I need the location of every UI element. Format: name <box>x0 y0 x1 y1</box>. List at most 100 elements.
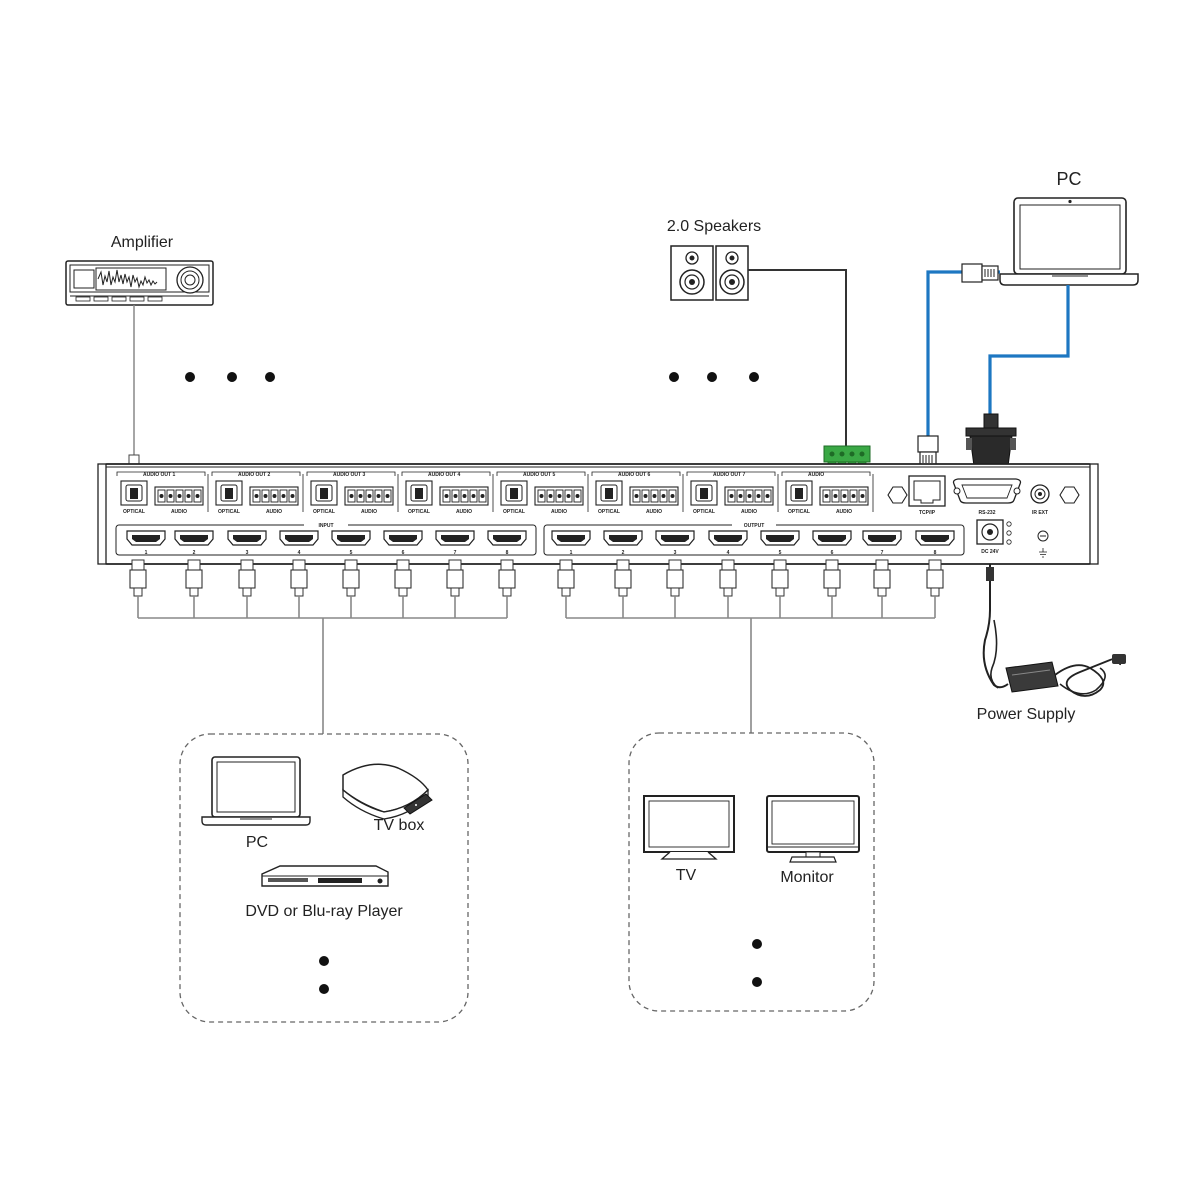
audio-out-group: AUDIO OUT 3 OPTICAL AUDIO <box>306 471 399 515</box>
pc-top-label: PC <box>1056 169 1081 189</box>
input-hdmi-port: 2 <box>174 530 214 556</box>
output-port-number: 2 <box>622 550 625 556</box>
output-label: OUTPUT <box>744 523 765 529</box>
audio-out-header: AUDIO OUT 1 <box>143 472 175 478</box>
audio-out-header: AUDIO OUT 3 <box>333 472 365 478</box>
dc-label: DC 24V <box>981 549 999 555</box>
output-port-number: 5 <box>779 550 782 556</box>
monitor-icon <box>766 795 860 863</box>
tv-box-label: TV box <box>374 817 425 834</box>
output-hdmi-port: 1 <box>551 530 591 556</box>
tv-box-icon <box>342 763 433 820</box>
audio-label: AUDIO <box>171 509 187 515</box>
input-port-number: 5 <box>350 550 353 556</box>
tcpip-port: TCP/IP <box>908 475 946 516</box>
audio-label: AUDIO <box>836 509 852 515</box>
tv-label: TV <box>676 867 697 884</box>
output-port-number: 4 <box>727 550 730 556</box>
ellipsis-dots-left <box>185 372 275 382</box>
audio-out-header: AUDIO OUT 7 <box>713 472 745 478</box>
input-port-number: 8 <box>506 550 509 556</box>
output-port-number: 8 <box>934 550 937 556</box>
input-hdmi-port: 4 <box>279 530 319 556</box>
hdmi-cable <box>666 559 684 618</box>
output-hdmi-port: 2 <box>603 530 643 556</box>
hdmi-cable <box>446 559 464 618</box>
source-laptop-icon <box>201 756 311 826</box>
serial-cable <box>988 285 1070 420</box>
audio-label: AUDIO <box>551 509 567 515</box>
ellipsis-dots-right <box>669 372 759 382</box>
input-hdmi-port: 5 <box>331 530 371 556</box>
optical-label: OPTICAL <box>598 509 620 515</box>
hdmi-cable <box>238 559 256 618</box>
output-hdmi-port: 8 <box>915 530 955 556</box>
amplifier-icon <box>65 260 214 306</box>
input-port-number: 2 <box>193 550 196 556</box>
dvd-player-icon <box>261 865 389 887</box>
optical-label: OPTICAL <box>788 509 810 515</box>
hdmi-cable <box>557 559 575 618</box>
monitor-label: Monitor <box>780 869 834 886</box>
audio-label: AUDIO <box>456 509 472 515</box>
hdmi-cable <box>394 559 412 618</box>
audio-out-header: AUDIO <box>808 472 824 478</box>
audio-label: AUDIO <box>361 509 377 515</box>
hex-screw-right <box>1059 486 1080 504</box>
output-hdmi-port: 7 <box>862 530 902 556</box>
speakers-icon <box>670 245 749 301</box>
speakers-label: 2.0 Speakers <box>667 218 761 235</box>
input-bracket: INPUT <box>115 521 537 556</box>
input-hdmi-port: 7 <box>435 530 475 556</box>
optical-label: OPTICAL <box>693 509 715 515</box>
hdmi-cable <box>926 559 944 618</box>
hdmi-cable <box>771 559 789 618</box>
audio-out-header: AUDIO OUT 6 <box>618 472 650 478</box>
audio-out-header: AUDIO OUT 4 <box>428 472 460 478</box>
amplifier-label: Amplifier <box>111 234 174 251</box>
audio-out-group: AUDIO OUT 7 OPTICAL AUDIO <box>686 471 779 515</box>
hdmi-cable <box>342 559 360 618</box>
input-hdmi-port: 3 <box>227 530 267 556</box>
input-port-number: 6 <box>402 550 405 556</box>
input-port-number: 4 <box>298 550 301 556</box>
input-port-number: 7 <box>454 550 457 556</box>
hdmi-port-groups: INPUT OUTPUT 1 2 3 4 5 6 7 8 1 2 3 4 5 6 7 8 <box>115 521 965 556</box>
output-hdmi-port: 3 <box>655 530 695 556</box>
input-label: INPUT <box>319 523 334 529</box>
source-more-dots <box>319 956 329 994</box>
hdmi-cable <box>873 559 891 618</box>
hdmi-cable <box>185 559 203 618</box>
dc-power-port: DC 24V <box>976 519 1012 555</box>
hdmi-cable <box>614 559 632 618</box>
input-hdmi-port: 6 <box>383 530 423 556</box>
output-port-number: 1 <box>570 550 573 556</box>
ground-screw <box>1037 530 1049 558</box>
optical-label: OPTICAL <box>313 509 335 515</box>
hdmi-cables <box>129 559 944 734</box>
tcpip-label: TCP/IP <box>919 510 936 516</box>
hdmi-cable <box>290 559 308 618</box>
speaker-cable <box>748 269 847 452</box>
source-devices-group <box>179 733 469 1023</box>
hex-screw-left <box>887 486 908 504</box>
input-port-number: 1 <box>145 550 148 556</box>
source-pc-label: PC <box>246 834 268 851</box>
hdmi-cable <box>823 559 841 618</box>
hdmi-cable <box>498 559 516 618</box>
audio-out-group: AUDIO OUT 1 OPTICAL AUDIO <box>116 471 209 515</box>
display-devices-group <box>628 732 875 1012</box>
output-port-number: 3 <box>674 550 677 556</box>
output-port-number: 7 <box>881 550 884 556</box>
display-more-dots <box>752 939 762 987</box>
audio-label: AUDIO <box>741 509 757 515</box>
optical-label: OPTICAL <box>123 509 145 515</box>
output-port-number: 6 <box>831 550 834 556</box>
rs232-label: RS-232 <box>979 510 996 516</box>
audio-label: AUDIO <box>266 509 282 515</box>
